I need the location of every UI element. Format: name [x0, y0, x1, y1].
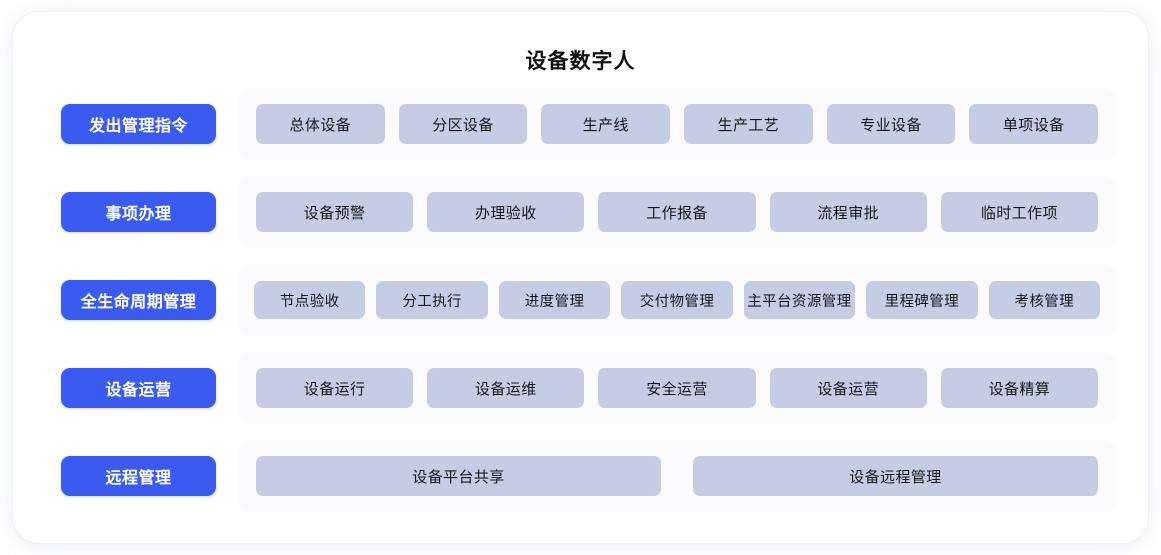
capability-row: 设备运营 设备运行 设备运维 安全运营 设备运营 设备精算 — [13, 352, 1148, 424]
chip-item[interactable]: 设备运营 — [769, 368, 927, 408]
chip-item[interactable]: 分工执行 — [376, 281, 488, 319]
row-label-1[interactable]: 事项办理 — [61, 192, 216, 232]
capability-row: 全生命周期管理 节点验收 分工执行 进度管理 交付物管理 主平台资源管理 里程碑… — [13, 264, 1148, 336]
row-panel-2: 节点验收 分工执行 进度管理 交付物管理 主平台资源管理 里程碑管理 考核管理 — [238, 264, 1116, 336]
chip-item[interactable]: 生产工艺 — [684, 104, 813, 144]
row-label-4[interactable]: 远程管理 — [61, 456, 216, 496]
chip-item[interactable]: 专业设备 — [826, 104, 956, 144]
chip-item[interactable]: 分区设备 — [398, 104, 528, 144]
row-panel-1: 设备预警 办理验收 工作报备 流程审批 临时工作项 — [238, 176, 1116, 248]
chip-item[interactable]: 节点验收 — [254, 281, 366, 319]
chip-item[interactable]: 设备远程管理 — [693, 456, 1098, 496]
row-label-2[interactable]: 全生命周期管理 — [61, 280, 216, 320]
capability-row: 远程管理 设备平台共享 设备远程管理 — [13, 440, 1148, 512]
chip-item[interactable]: 单项设备 — [969, 104, 1099, 144]
chip-item[interactable]: 设备预警 — [256, 192, 414, 232]
chip-item[interactable]: 临时工作项 — [940, 192, 1099, 232]
capability-row: 事项办理 设备预警 办理验收 工作报备 流程审批 临时工作项 — [13, 176, 1148, 248]
chip-item[interactable]: 交付物管理 — [621, 281, 733, 319]
diagram-card: 设备数字人 发出管理指令 总体设备 分区设备 生产线 生产工艺 专业设备 单项设… — [13, 12, 1148, 543]
chip-item[interactable]: 总体设备 — [256, 104, 385, 144]
chip-item[interactable]: 里程碑管理 — [866, 281, 978, 319]
chip-item[interactable]: 工作报备 — [598, 192, 756, 232]
chip-item[interactable]: 生产线 — [541, 104, 671, 144]
row-list: 发出管理指令 总体设备 分区设备 生产线 生产工艺 专业设备 单项设备 事项办理… — [13, 88, 1148, 512]
row-panel-3: 设备运行 设备运维 安全运营 设备运营 设备精算 — [238, 352, 1116, 424]
row-panel-0: 总体设备 分区设备 生产线 生产工艺 专业设备 单项设备 — [238, 88, 1116, 160]
chip-item[interactable]: 设备平台共享 — [256, 456, 661, 496]
chip-item[interactable]: 流程审批 — [769, 192, 927, 232]
chip-item[interactable]: 设备运行 — [256, 368, 414, 408]
page-title: 设备数字人 — [525, 50, 636, 73]
chip-item[interactable]: 办理验收 — [427, 192, 585, 232]
chip-item[interactable]: 设备精算 — [940, 368, 1099, 408]
chip-item[interactable]: 设备运维 — [427, 368, 585, 408]
row-panel-4: 设备平台共享 设备远程管理 — [238, 440, 1116, 512]
capability-row: 发出管理指令 总体设备 分区设备 生产线 生产工艺 专业设备 单项设备 — [13, 88, 1148, 160]
chip-item[interactable]: 主平台资源管理 — [743, 281, 856, 319]
chip-item[interactable]: 进度管理 — [498, 281, 611, 319]
chip-item[interactable]: 考核管理 — [988, 281, 1100, 319]
row-label-3[interactable]: 设备运营 — [61, 368, 216, 408]
row-label-0[interactable]: 发出管理指令 — [61, 104, 216, 144]
chip-item[interactable]: 安全运营 — [598, 368, 756, 408]
